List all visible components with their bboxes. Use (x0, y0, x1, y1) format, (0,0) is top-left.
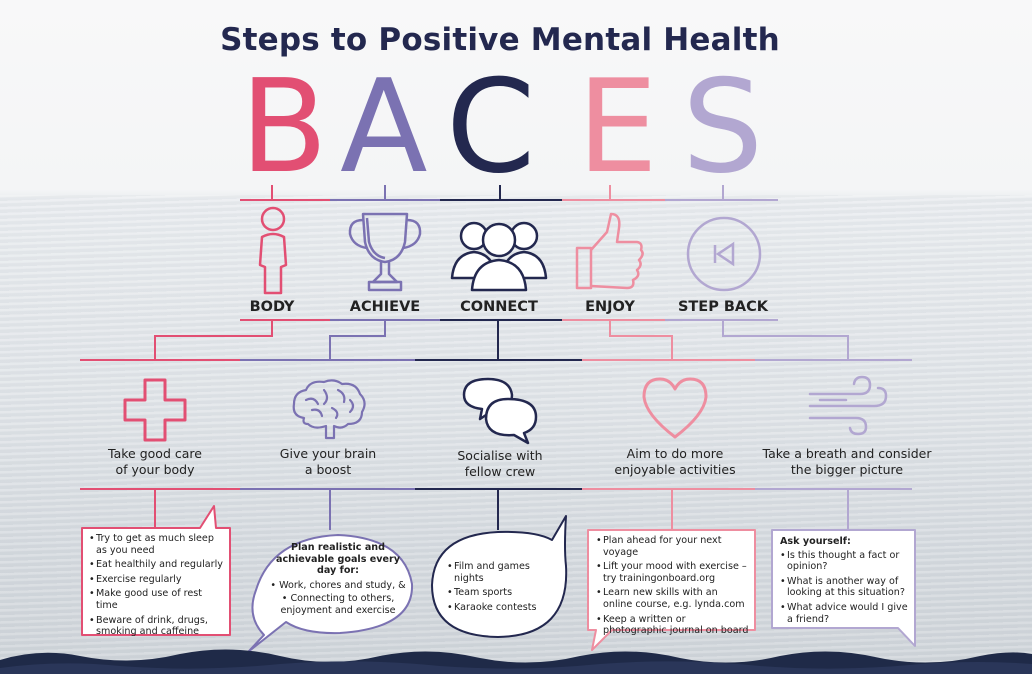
bubble-step-back: Ask yourself: Is this thought a fact or … (780, 536, 910, 628)
wind-icon (808, 375, 888, 436)
action-enjoy: Aim to do more enjoyable activities (590, 446, 760, 478)
bubble-achieve-item-text: Work, chores and study, & (279, 579, 406, 591)
action-step-back: Take a breath and consider the bigger pi… (752, 446, 942, 478)
pillar-label-achieve: ACHIEVE (349, 299, 421, 315)
action-enjoy-line2: enjoyable activities (614, 462, 736, 477)
bubble-achieve-heading: Plan realistic and achievable goals ever… (275, 542, 401, 577)
cross-icon (123, 378, 187, 442)
bubble-enjoy-item: Lift your mood with exercise – try train… (596, 561, 750, 584)
action-step-back-line2: the bigger picture (790, 462, 904, 477)
action-achieve-line2: a boost (304, 462, 352, 477)
bubble-achieve-item-text: Connecting to others, enjoyment and exer… (280, 593, 396, 616)
letter-b: B (240, 53, 328, 202)
trophy-icon (348, 212, 422, 292)
bubble-step-back-heading: Ask yourself: (780, 536, 851, 547)
pillar-label-body: BODY (249, 299, 295, 315)
bubble-body-item: Make good use of rest time (89, 588, 225, 611)
action-connect-line2: fellow crew (464, 464, 536, 479)
bubble-body-item: Eat healthily and regularly (89, 559, 225, 571)
action-achieve-line1: Give your brain (279, 446, 377, 461)
bubble-step-back-item: What advice would I give a friend? (780, 602, 910, 625)
bubble-enjoy-item: Keep a written or photographic journal o… (596, 614, 750, 637)
bubble-body: Try to get as much sleep as you need Eat… (89, 533, 225, 641)
letter-s: S (682, 53, 764, 202)
bubble-step-back-item: What is another way of looking at this s… (780, 576, 910, 599)
bubble-body-item: Try to get as much sleep as you need (89, 533, 225, 556)
action-body-line2: of your body (115, 462, 195, 477)
bubble-enjoy-item: Learn new skills with an online course, … (596, 587, 750, 610)
action-body: Take good care of your body (75, 446, 235, 478)
person-icon (258, 206, 288, 295)
action-body-line1: Take good care (108, 446, 202, 461)
bubble-connect-item: Karaoke contests (447, 602, 557, 614)
letter-e: E (577, 53, 658, 202)
bubble-body-item: Beware of drink, drugs, smoking and caff… (89, 615, 225, 638)
bubble-enjoy: Plan ahead for your next voyage Lift you… (596, 535, 750, 640)
pillar-label-enjoy: ENJOY (585, 299, 635, 315)
thumbs-up-icon (575, 212, 644, 290)
letter-a: A (340, 53, 428, 202)
group-icon (450, 221, 548, 292)
bubble-connect-item: Team sports (447, 587, 557, 599)
heart-icon (642, 377, 708, 439)
action-enjoy-line1: Aim to do more (626, 446, 724, 461)
brain-icon (292, 379, 366, 440)
bottom-wave (0, 649, 1032, 674)
letter-c: C (446, 53, 536, 202)
bubble-connect-item: Film and games nights (447, 561, 557, 584)
bubble-achieve-item: • Work, chores and study, & (270, 579, 406, 591)
step-back-icon (686, 216, 762, 292)
bubble-achieve-item: • Connecting to others, enjoyment and ex… (280, 593, 396, 616)
pillar-label-step-back: STEP BACK (677, 299, 769, 315)
bubble-body-item: Exercise regularly (89, 574, 225, 586)
action-connect: Socialise with fellow crew (420, 448, 580, 480)
bubble-step-back-item: Is this thought a fact or opinion? (780, 550, 910, 573)
pillar-label-connect: CONNECT (460, 299, 538, 315)
page-title: Steps to Positive Mental Health (220, 22, 780, 58)
bubble-connect: Film and games nights Team sports Karaok… (447, 561, 557, 616)
action-achieve: Give your brain a boost (248, 446, 408, 478)
bubble-enjoy-item: Plan ahead for your next voyage (596, 535, 750, 558)
action-step-back-line1: Take a breath and consider (762, 446, 932, 461)
bubble-achieve: Plan realistic and achievable goals ever… (268, 542, 408, 617)
chat-bubbles-icon (462, 377, 538, 445)
action-connect-line1: Socialise with (457, 448, 543, 463)
